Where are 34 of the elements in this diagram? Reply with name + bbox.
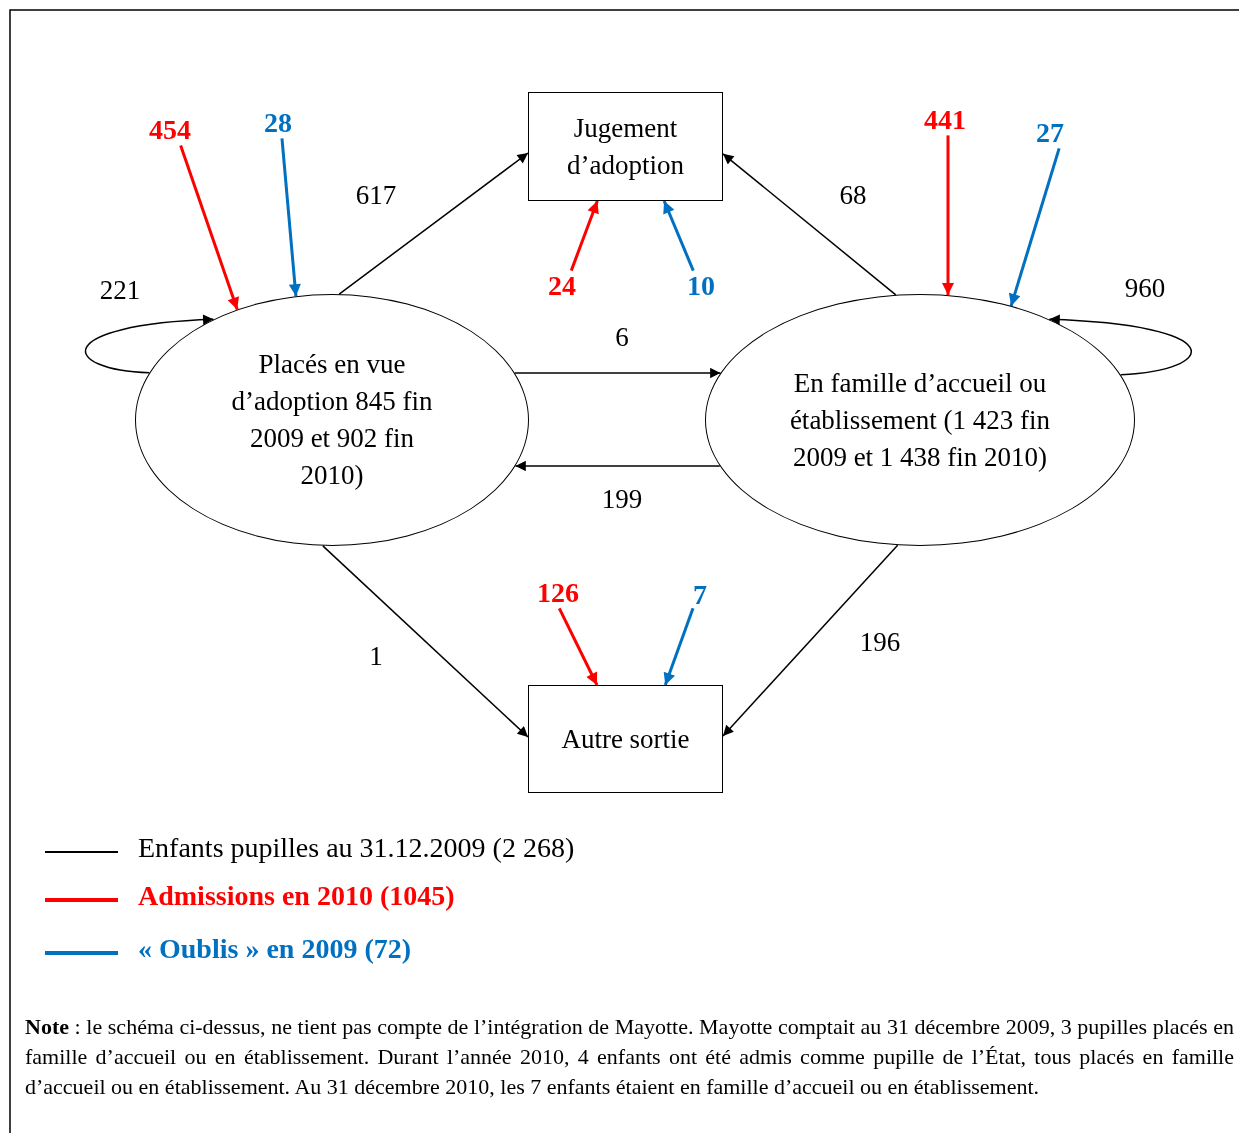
note-text: Note : le schéma ci-dessus, ne tient pas compte de l’intégration de Mayotte. Mayotte comptait au 31 décembre 2009, 3 pupilles placés en famille d’accueil ou en établissement. Durant l’année 2010, 4 enfants ont été admis comme pupille de l’État, tous placés en famille d’accueil ou en établissement. Au 31 décembre 2010, les 7 enfants étaient en famille d’accueil ou en établissement.	[25, 1013, 1234, 1101]
node-text: Jugement d’adoption	[566, 111, 685, 182]
process-box	[528, 92, 723, 201]
count-label: 441	[924, 104, 966, 136]
arrow	[663, 607, 695, 686]
node-text: Placés en vue d’adoption 845 fin 2009 et 902 fin 2010)	[230, 348, 434, 492]
process-box	[528, 685, 723, 793]
count-label: 454	[149, 114, 191, 146]
arrow	[1008, 147, 1061, 307]
legend-text: Admissions en 2010 (1045)	[138, 880, 455, 912]
arrow	[514, 460, 721, 472]
arrow	[322, 545, 529, 738]
arrow	[85, 314, 215, 374]
arrow	[1048, 314, 1192, 376]
arrow	[569, 200, 599, 272]
arrow	[280, 138, 301, 297]
legend-text: Enfants pupilles au 31.12.2009 (2 268)	[138, 832, 575, 864]
arrow	[557, 607, 599, 686]
arrow	[722, 153, 897, 296]
count-label: 24	[548, 270, 576, 302]
count-label: 27	[1036, 117, 1064, 149]
arrow	[662, 200, 695, 272]
count-label: 7	[693, 579, 707, 611]
node-text: En famille d’accueil ou établissement (1 423 fin 2009 et 1 438 fin 2010)	[788, 366, 1052, 474]
arrow	[942, 135, 954, 296]
legend-text: « Oublis » en 2009 (72)	[138, 933, 412, 965]
arrow	[722, 544, 899, 737]
node-text: Autre sortie	[561, 722, 690, 756]
count-label: 126	[537, 577, 579, 609]
arrow	[179, 144, 239, 311]
arrow	[514, 367, 722, 379]
count-label: 10	[687, 270, 715, 302]
arrow	[338, 152, 529, 295]
count-label: 28	[264, 107, 292, 139]
